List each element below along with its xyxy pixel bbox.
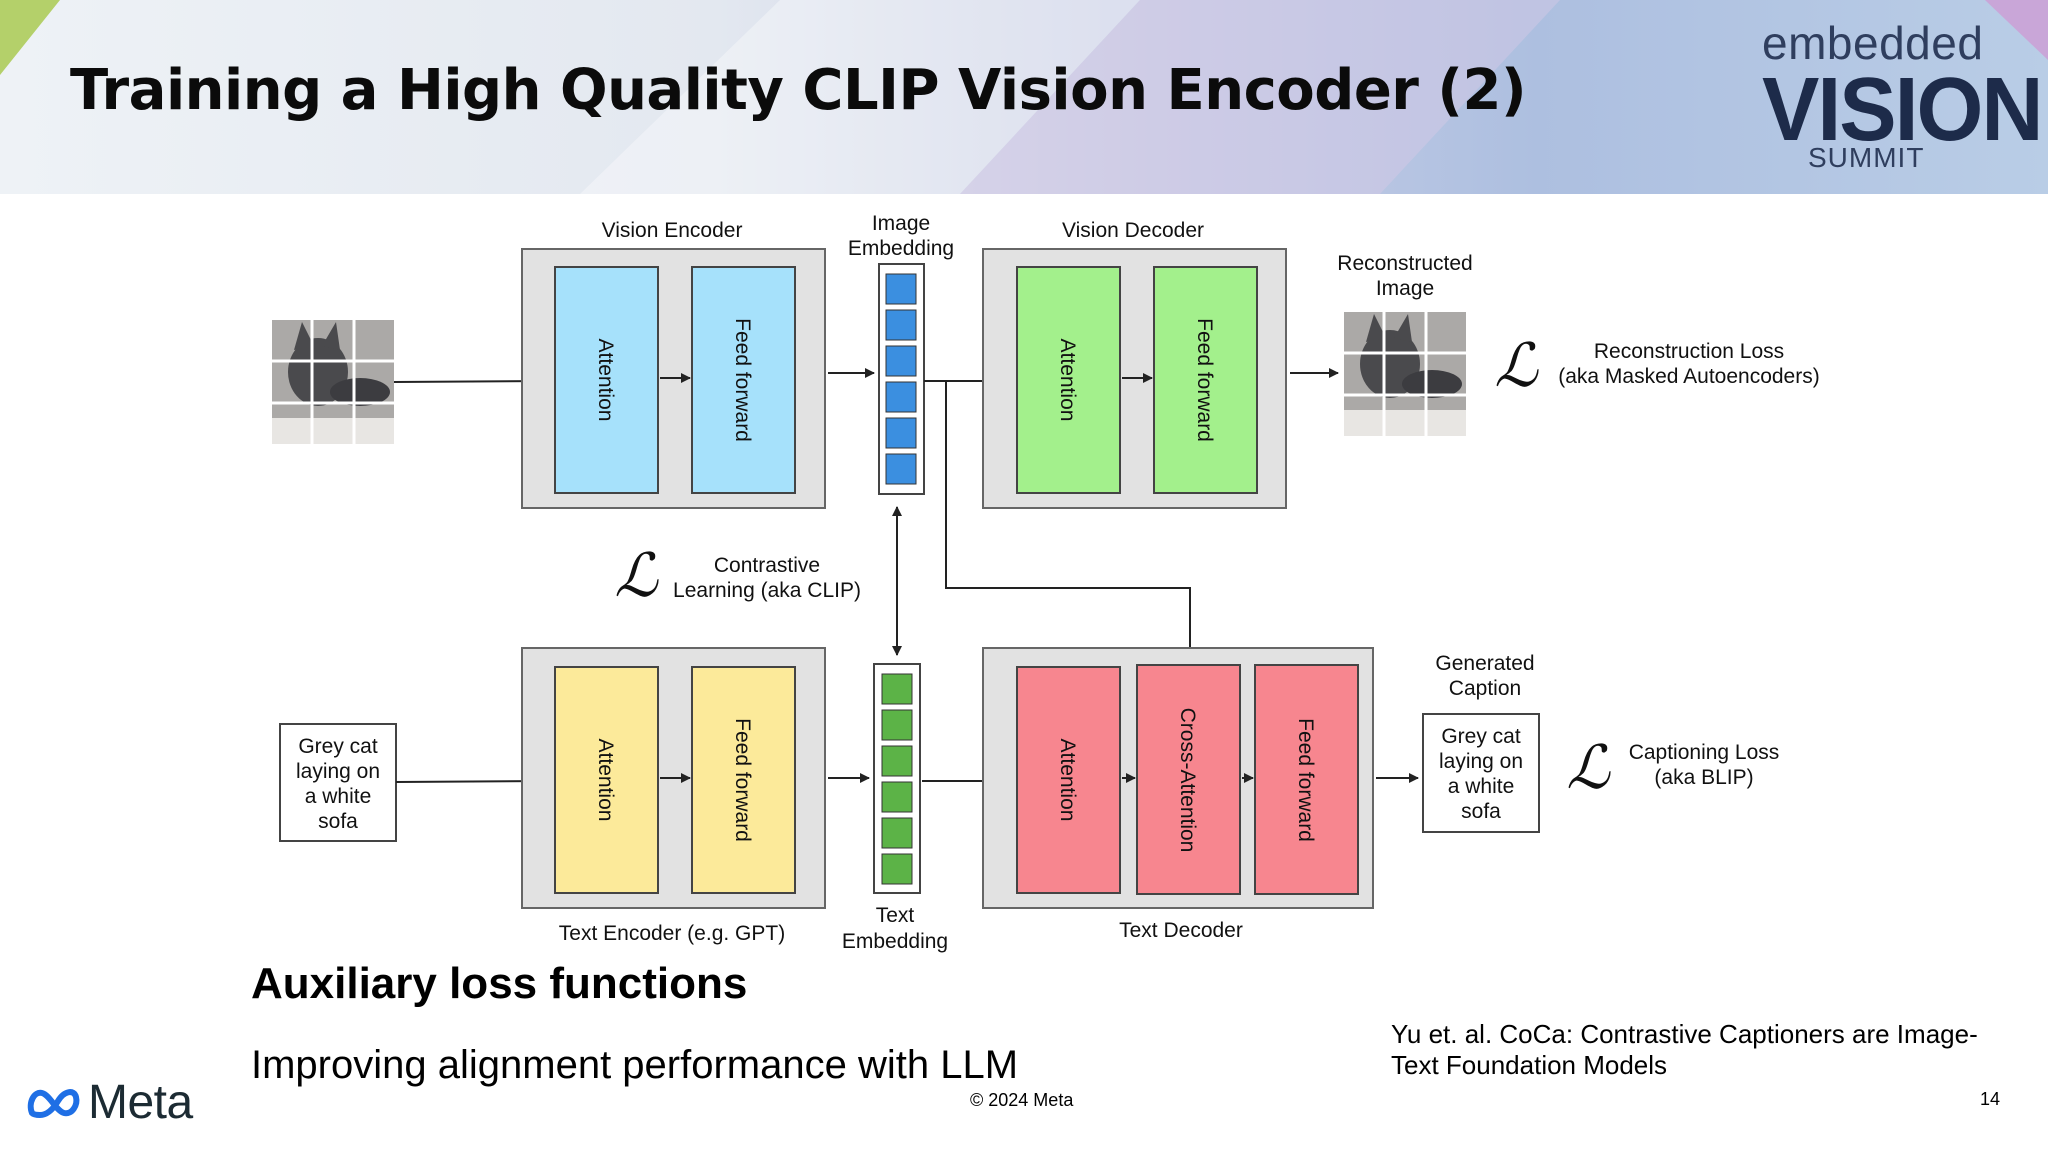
text-input-box bbox=[279, 723, 397, 842]
text-encoder-label: Text Encoder (e.g. GPT) bbox=[559, 922, 785, 945]
text-decoder-attention-block bbox=[1016, 666, 1121, 894]
text-decoder-cross-attention-block bbox=[1136, 664, 1241, 895]
generated-caption-line-3: a white bbox=[1448, 775, 1515, 798]
vision-decoder-ff-label: Feed forward bbox=[1193, 318, 1216, 442]
text-embedding-label-2: Embedding bbox=[842, 930, 948, 953]
reconstruction-loss-label-1: Reconstruction Loss bbox=[1594, 340, 1784, 363]
header-decoration bbox=[0, 0, 2048, 194]
captioning-loss-label-2: (aka BLIP) bbox=[1654, 766, 1753, 789]
text-embedding-label-1: Text bbox=[876, 904, 915, 927]
generated-caption-line-2: laying on bbox=[1439, 750, 1523, 773]
slide-description: Improving alignment performance with LLM bbox=[251, 1043, 1019, 1087]
generated-caption-title-1: Generated bbox=[1435, 652, 1534, 675]
captioning-loss-icon: ℒ bbox=[1566, 734, 1611, 801]
text-decoder-cross-attention-label: Cross-Attention bbox=[1176, 708, 1199, 853]
text-decoder-attention-label: Attention bbox=[1056, 739, 1079, 822]
vision-encoder-attention-label: Attention bbox=[594, 339, 617, 422]
text-decoder-ff-label: Feed forward bbox=[1294, 718, 1317, 842]
image-embedding-label-1: Image bbox=[872, 212, 930, 235]
meta-logo-text: Meta bbox=[88, 1076, 193, 1129]
generated-caption-box bbox=[1422, 713, 1540, 833]
image-embedding-cells bbox=[885, 273, 917, 485]
slide-title: Training a High Quality CLIP Vision Enco… bbox=[70, 58, 1527, 123]
reconstructed-image-label-2: Image bbox=[1376, 277, 1434, 300]
meta-infinity-icon bbox=[27, 1088, 80, 1118]
contrastive-loss-icon: ℒ bbox=[614, 542, 659, 609]
generated-caption-title-2: Caption bbox=[1449, 677, 1521, 700]
contrastive-loss-label-1: Contrastive bbox=[714, 554, 820, 577]
text-input-line-2: laying on bbox=[296, 760, 380, 783]
vision-decoder-label: Vision Decoder bbox=[1062, 219, 1204, 242]
vision-decoder-attention-block bbox=[1016, 266, 1121, 494]
logo-vision: VISION bbox=[1762, 59, 2044, 160]
reconstruction-loss-label-2: (aka Masked Autoencoders) bbox=[1558, 365, 1819, 388]
text-decoder-label: Text Decoder bbox=[1119, 919, 1243, 942]
text-input-line-1: Grey cat bbox=[298, 735, 378, 758]
generated-caption-line-4: sofa bbox=[1461, 800, 1501, 823]
text-input-line-4: sofa bbox=[318, 810, 358, 833]
vision-decoder-ff-block bbox=[1153, 266, 1258, 494]
text-decoder-ff-block bbox=[1254, 664, 1359, 895]
reconstructed-image-label-1: Reconstructed bbox=[1337, 252, 1472, 275]
text-embedding-cells bbox=[881, 673, 913, 885]
text-encoder-ff-label: Feed forward bbox=[731, 718, 754, 842]
contrastive-loss-label-2: Learning (aka CLIP) bbox=[673, 579, 861, 602]
vision-encoder-ff-block bbox=[691, 266, 796, 494]
vision-encoder-ff-label: Feed forward bbox=[731, 318, 754, 442]
text-input-line-3: a white bbox=[305, 785, 372, 808]
captioning-loss-label-1: Captioning Loss bbox=[1629, 741, 1780, 764]
logo-embedded: embedded bbox=[1762, 17, 1984, 69]
text-encoder-attention-label: Attention bbox=[594, 739, 617, 822]
reconstruction-loss-icon: ℒ bbox=[1494, 332, 1539, 399]
reconstructed-cat-image bbox=[1344, 312, 1466, 436]
vision-decoder-attention-label: Attention bbox=[1056, 339, 1079, 422]
page-number: 14 bbox=[1980, 1089, 2001, 1109]
image-embedding-label-2: Embedding bbox=[848, 237, 954, 260]
generated-caption-line-1: Grey cat bbox=[1441, 725, 1521, 748]
meta-logo: Meta bbox=[26, 1075, 193, 1130]
copyright: © 2024 Meta bbox=[970, 1090, 1074, 1110]
citation: Yu et. al. CoCa: Contrastive Captioners … bbox=[1391, 1019, 1978, 1080]
text-encoder-ff-block bbox=[691, 666, 796, 894]
text-encoder-attention-block bbox=[554, 666, 659, 894]
slide-subtitle: Auxiliary loss functions bbox=[251, 959, 748, 1008]
logo-summit: SUMMIT bbox=[1808, 142, 1925, 173]
vision-encoder-label: Vision Encoder bbox=[602, 219, 743, 242]
vision-encoder-attention-block bbox=[554, 266, 659, 494]
header-banner: Training a High Quality CLIP Vision Enco… bbox=[0, 0, 2048, 194]
arrow-embedding-to-cross-attention bbox=[945, 381, 1195, 661]
input-cat-image bbox=[272, 320, 394, 444]
